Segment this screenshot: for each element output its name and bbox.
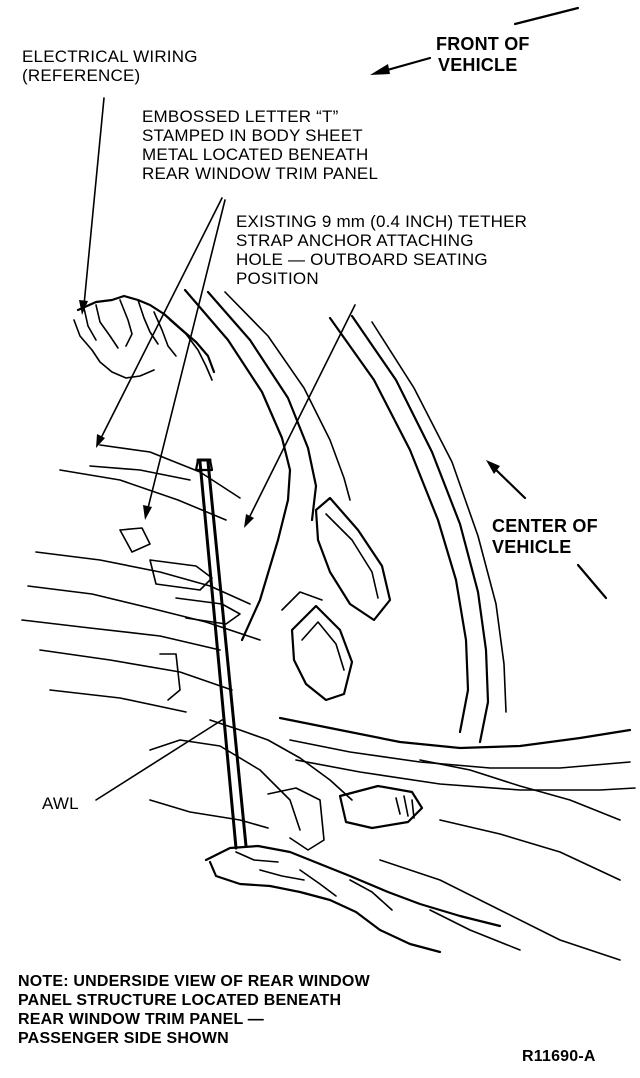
tether-hole-line-2: STRAP ANCHOR ATTACHING <box>236 231 474 250</box>
note-line-2: PANEL STRUCTURE LOCATED BENEATH <box>18 992 342 1009</box>
figure-id-label: R11690-A <box>522 1047 596 1066</box>
front-of-vehicle-arrow <box>370 6 580 75</box>
wiring-bracket <box>73 294 216 381</box>
hand-illustration <box>204 844 502 954</box>
awl-leader <box>95 719 223 801</box>
note-line-3: REAR WINDOW TRIM PANEL — <box>18 1011 264 1028</box>
tether-hole-line-3: HOLE — OUTBOARD SEATING <box>236 250 488 269</box>
embossed-letter-line-1: EMBOSSED LETTER “T” <box>142 107 339 126</box>
center-of-vehicle-label: CENTER OF VEHICLE <box>492 516 598 558</box>
tether-hole-label: EXISTING 9 mm (0.4 INCH) TETHER STRAP AN… <box>236 212 527 288</box>
front-of-vehicle-label: FRONT OF VEHICLE <box>436 34 530 76</box>
embossed-letter-leaders <box>96 197 226 520</box>
note-line-4: PASSENGER SIDE SHOWN <box>18 1030 229 1047</box>
tether-hole-line-4: POSITION <box>236 269 319 288</box>
panel-openings <box>281 496 392 702</box>
electrical-wiring-line-1: ELECTRICAL WIRING <box>22 47 198 66</box>
center-of-vehicle-line-2: VEHICLE <box>492 537 572 557</box>
tether-hole-line-1: EXISTING 9 mm (0.4 INCH) TETHER <box>236 212 528 231</box>
note-label: NOTE: UNDERSIDE VIEW OF REAR WINDOW PANE… <box>18 972 370 1048</box>
tether-hole-leader <box>244 304 356 528</box>
embossed-letter-line-3: METAL LOCATED BENEATH <box>142 145 369 164</box>
front-of-vehicle-line-1: FRONT OF <box>436 34 530 54</box>
awl-text: AWL <box>42 794 79 813</box>
embossed-letter-line-2: STAMPED IN BODY SHEET <box>142 126 363 145</box>
center-of-vehicle-line-1: CENTER OF <box>492 516 598 536</box>
center-of-vehicle-arrow <box>486 460 608 600</box>
note-line-1: NOTE: UNDERSIDE VIEW OF REAR WINDOW <box>18 973 370 990</box>
front-of-vehicle-line-2: VEHICLE <box>438 55 518 75</box>
figure-id-text: R11690-A <box>522 1048 596 1065</box>
awl-tool <box>194 458 248 850</box>
lower-structure <box>149 716 636 961</box>
embossed-letter-line-4: REAR WINDOW TRIM PANEL <box>142 164 379 183</box>
panel-structure <box>21 288 507 744</box>
electrical-wiring-leader <box>79 97 105 315</box>
electrical-wiring-line-2: (REFERENCE) <box>22 66 141 85</box>
embossed-letter-label: EMBOSSED LETTER “T” STAMPED IN BODY SHEE… <box>142 107 378 183</box>
electrical-wiring-label: ELECTRICAL WIRING (REFERENCE) <box>22 47 198 85</box>
awl-label: AWL <box>42 794 79 813</box>
